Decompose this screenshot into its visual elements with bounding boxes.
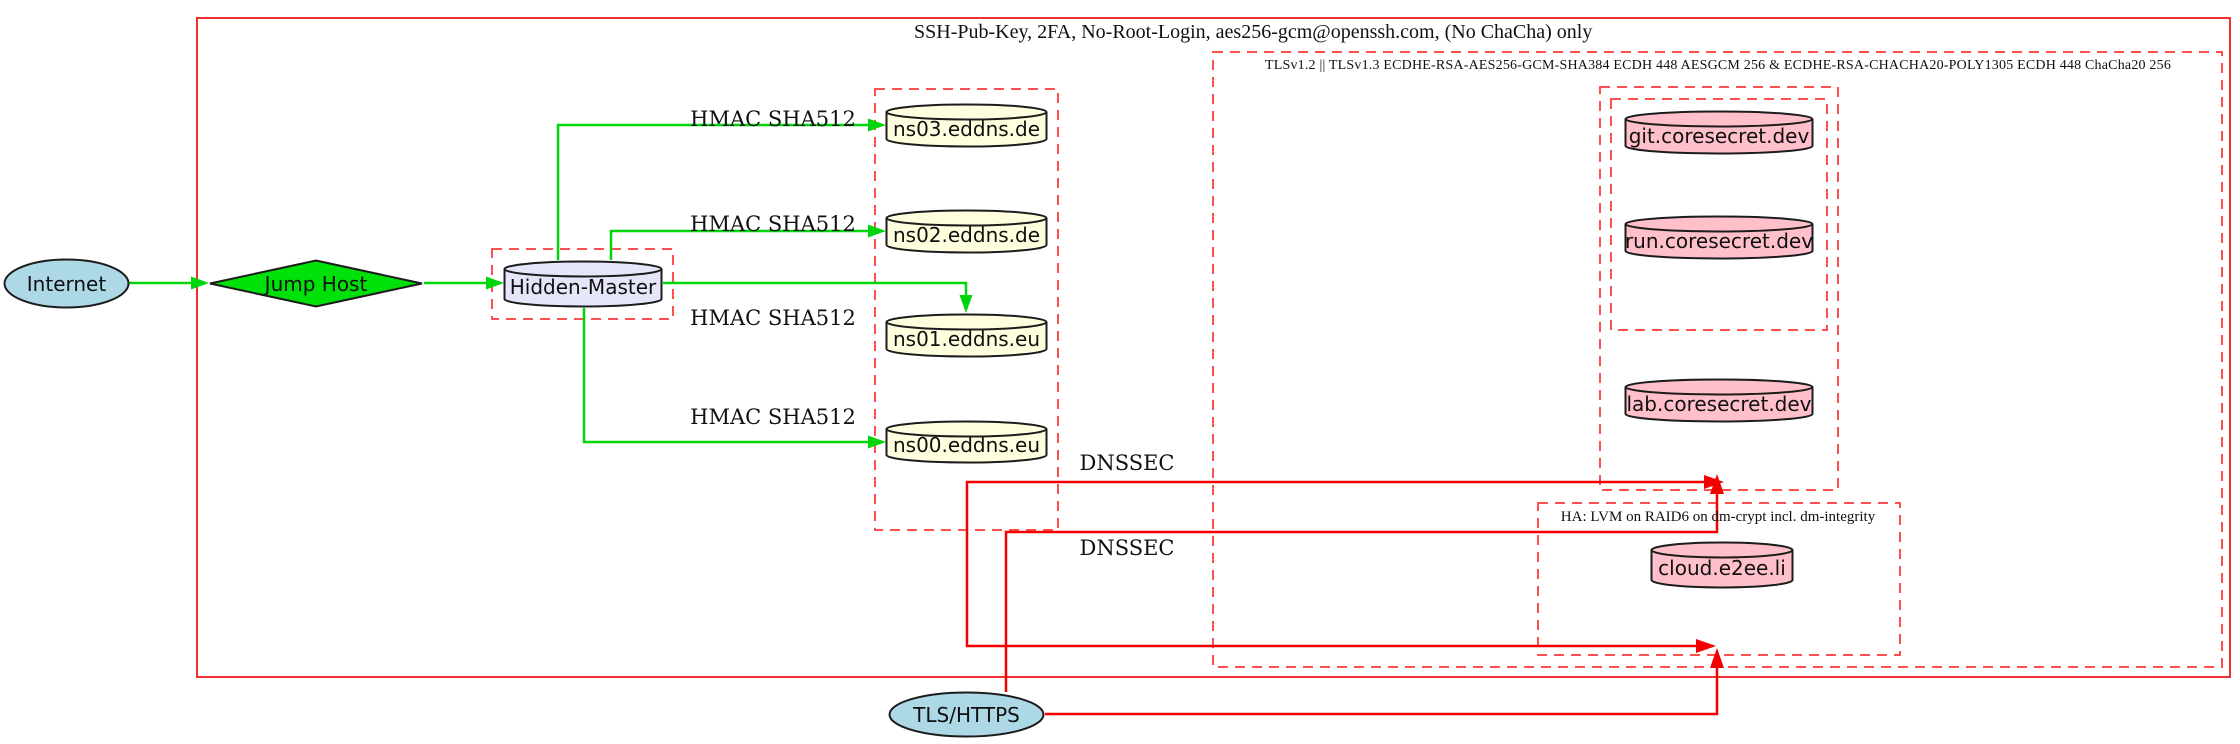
edge-hiddenmaster-to-ns02 (609, 229, 871, 260)
node-lab-coresecret: lab.coresecret.dev (1624, 378, 1814, 423)
node-internet: Internet (3, 258, 130, 309)
arrowhead-hiddenmaster-to-ns02 (868, 224, 886, 238)
cluster-ha-label: HA: LVM on RAID6 on dm-crypt incl. dm-in… (1560, 509, 1876, 525)
node-ns00-label: ns00.eddns.eu (892, 433, 1041, 457)
cluster-ha-border (1537, 502, 1901, 656)
node-lab-coresecret-label: lab.coresecret.dev (1626, 391, 1812, 416)
node-jump-host-label: Jump Host (264, 271, 368, 296)
arrowhead-tlshttps-to-ha (1710, 648, 1724, 668)
edge-label-hmac-ns02: HMAC SHA512 (690, 212, 856, 236)
edge-label-dnssec-2: DNSSEC (1079, 536, 1175, 560)
edge-label-hmac-ns01: HMAC SHA512 (690, 306, 856, 330)
cluster-coresecret-outer-border (1599, 86, 1839, 491)
arrowhead-ns-to-coresecret (1704, 475, 1724, 489)
edge-tlshttps-to-ha (1045, 664, 1719, 716)
cluster-ssh-border (196, 17, 2231, 678)
edge-label-dnssec-1: DNSSEC (1079, 451, 1175, 475)
arrowhead-tlshttps-to-coresecret (1710, 474, 1724, 494)
node-cloud-e2ee: cloud.e2ee.li (1650, 541, 1794, 589)
edge-ns-to-coresecret (965, 480, 1708, 531)
edge-label-hmac-ns00: HMAC SHA512 (690, 405, 856, 429)
arrowhead-jumphost-to-hiddenmaster (486, 276, 504, 290)
node-tls-https-shape (888, 691, 1045, 738)
edge-ns-to-ha (965, 531, 1700, 648)
node-ns02-shape (885, 209, 1048, 254)
arrowhead-internet-to-jumphost (191, 276, 209, 290)
node-tls-https: TLS/HTTPS (888, 691, 1045, 738)
node-ns02: ns02.eddns.de (885, 209, 1048, 254)
node-ns03: ns03.eddns.de (885, 103, 1048, 148)
cluster-coresecret-inner-border (1610, 98, 1828, 331)
node-run-coresecret: run.coresecret.dev (1624, 215, 1814, 260)
node-ns00: ns00.eddns.eu (885, 420, 1048, 464)
node-internet-label: Internet (26, 271, 107, 296)
cluster-ssh-label: SSH-Pub-Key, 2FA, No-Root-Login, aes256-… (914, 21, 1593, 43)
arrowhead-hiddenmaster-to-ns00 (868, 435, 886, 449)
node-jump-host: Jump Host (208, 259, 424, 308)
node-internet-shape (3, 258, 130, 309)
node-hidden-master: Hidden-Master (503, 260, 663, 308)
node-git-coresecret: git.coresecret.dev (1624, 110, 1814, 155)
node-run-coresecret-label: run.coresecret.dev (1624, 228, 1814, 253)
node-tls-https-label: TLS/HTTPS (913, 702, 1020, 727)
edge-hiddenmaster-to-ns03 (556, 123, 871, 260)
arrowhead-hiddenmaster-to-ns01 (959, 295, 973, 313)
node-hidden-master-label: Hidden-Master (509, 275, 657, 299)
node-run-coresecret-shape (1624, 215, 1814, 260)
node-lab-coresecret-shape (1624, 378, 1814, 423)
node-git-coresecret-shape (1624, 110, 1814, 155)
edge-hiddenmaster-to-ns01 (663, 281, 968, 298)
node-ns03-label: ns03.eddns.de (892, 116, 1041, 141)
node-ns00-shape (885, 420, 1048, 464)
node-ns01-label: ns01.eddns.eu (892, 326, 1041, 351)
node-cloud-e2ee-label: cloud.e2ee.li (1658, 556, 1786, 580)
edge-label-hmac-ns03: HMAC SHA512 (690, 107, 856, 131)
node-ns01: ns01.eddns.eu (885, 313, 1048, 358)
edge-hiddenmaster-to-ns00 (582, 308, 871, 444)
node-cloud-e2ee-shape (1650, 541, 1794, 589)
node-ns03-shape (885, 103, 1048, 148)
node-hidden-master-shape (503, 260, 663, 308)
node-ns02-label: ns02.eddns.de (892, 222, 1041, 247)
cluster-tls-label: TLSv1.2 || TLSv1.3 ECDHE-RSA-AES256-GCM-… (1264, 58, 2172, 73)
node-ns01-shape (885, 313, 1048, 358)
arrowhead-ns-to-ha (1696, 639, 1716, 653)
node-jump-host-shape (209, 259, 423, 308)
node-git-coresecret-label: git.coresecret.dev (1628, 123, 1810, 148)
edge-tlshttps-to-coresecret (1004, 490, 1719, 692)
arrowhead-hiddenmaster-to-ns03 (868, 118, 886, 132)
